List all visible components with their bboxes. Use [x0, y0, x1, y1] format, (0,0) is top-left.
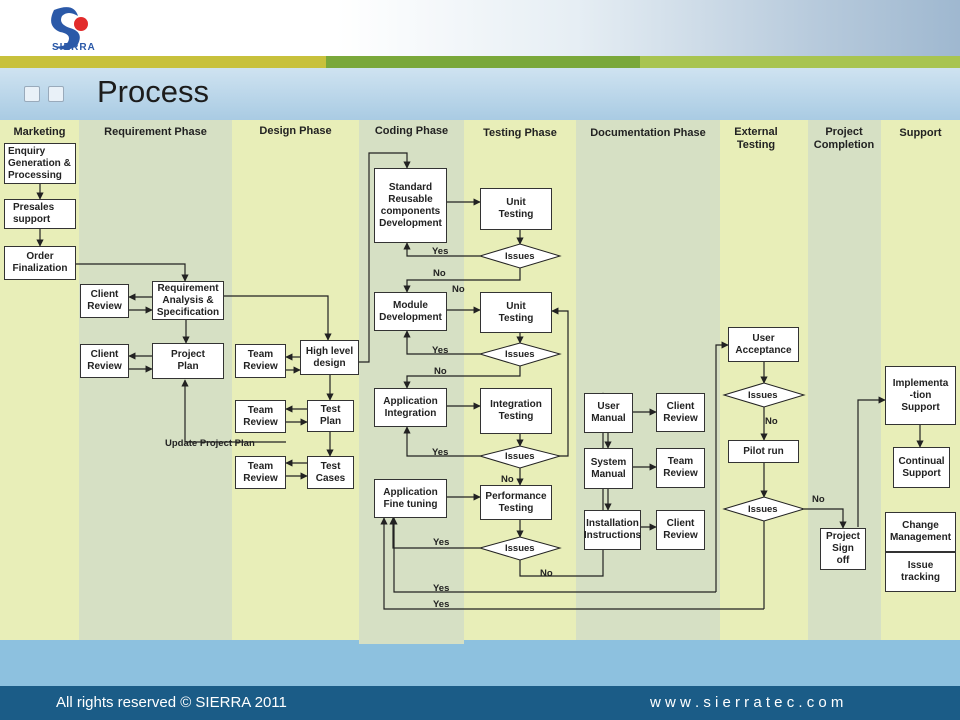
presales-box: Presales support	[4, 199, 76, 229]
user-acceptance-box: User Acceptance	[728, 327, 799, 362]
no-label: No	[434, 366, 447, 377]
no-label: No	[501, 474, 514, 485]
coding-lane-extension	[359, 640, 464, 644]
project-plan-box: Project Plan	[152, 343, 224, 379]
team-review-box: Team Review	[235, 456, 286, 489]
issues-decision: Issues	[748, 504, 778, 515]
client-review-box: Client Review	[80, 344, 129, 378]
lane-heading: Coding Phase	[374, 125, 449, 137]
lane-heading: Design Phase	[259, 125, 332, 137]
yes-label: Yes	[433, 583, 450, 594]
issues-decision: Issues	[748, 390, 778, 401]
update-plan-label: Update Project Plan	[165, 438, 255, 449]
lane-heading: Requirement Phase	[104, 126, 207, 138]
pilot-run-box: Pilot run	[728, 440, 799, 463]
yes-label: Yes	[432, 345, 449, 356]
performance-testing-box: Performance Testing	[480, 485, 552, 520]
test-plan-box: Test Plan	[307, 400, 354, 432]
requirement-analysis-box: Requirement Analysis & Specification	[152, 281, 224, 320]
unit-testing-box: Unit Testing	[480, 292, 552, 333]
implementation-support-box: Implementa -tion Support	[885, 366, 956, 425]
no-label: No	[433, 268, 446, 279]
module-development-box: Module Development	[374, 292, 447, 331]
stripe-green	[326, 56, 640, 68]
copyright-text: All rights reserved © SIERRA 2011	[56, 694, 287, 711]
test-cases-box: Test Cases	[307, 456, 354, 489]
client-review-box: Client Review	[80, 284, 129, 318]
integration-testing-box: Integration Testing	[480, 388, 552, 434]
standard-components-box: Standard Reusable components Development	[374, 168, 447, 243]
yes-label: Yes	[433, 599, 450, 610]
lane-heading: Documentation Phase	[590, 127, 706, 139]
application-fine-tuning-box: Application Fine tuning	[374, 479, 447, 518]
lane-heading: Support	[899, 127, 942, 139]
lane-design	[232, 120, 359, 640]
application-integration-box: Application Integration	[374, 388, 447, 427]
logo-text: SIERRA	[52, 42, 96, 53]
issues-decision: Issues	[505, 349, 535, 360]
stripe-lime	[640, 56, 960, 68]
team-review-box: Team Review	[235, 344, 286, 378]
lane-heading: External Testing	[734, 126, 778, 151]
lane-heading: Testing Phase	[483, 127, 557, 139]
team-review-box: Team Review	[656, 448, 705, 488]
no-label: No	[765, 416, 778, 427]
no-label: No	[452, 284, 465, 295]
issues-decision: Issues	[505, 543, 535, 554]
yes-label: Yes	[432, 447, 449, 458]
issues-decision: Issues	[505, 251, 535, 262]
footer-bar	[0, 686, 960, 720]
lane-requirement	[79, 120, 232, 640]
title-bar	[0, 68, 960, 120]
title-bullet-icon	[48, 86, 64, 102]
yes-label: Yes	[432, 246, 449, 257]
title-bullet-icon	[24, 86, 40, 102]
enquiry-box: Enquiry Generation & Processing	[4, 143, 76, 184]
issue-tracking-box: Issue tracking	[885, 552, 956, 592]
header-band	[0, 0, 960, 56]
client-review-box: Client Review	[656, 510, 705, 550]
unit-testing-box: Unit Testing	[480, 188, 552, 230]
no-label: No	[540, 568, 553, 579]
sierra-logo	[44, 4, 96, 56]
no-label: No	[812, 494, 825, 505]
client-review-box: Client Review	[656, 393, 705, 432]
project-signoff-box: Project Sign off	[820, 528, 866, 570]
yes-label: Yes	[433, 537, 450, 548]
change-management-box: Change Management	[885, 512, 956, 552]
stripe-olive	[0, 56, 326, 68]
user-manual-box: User Manual	[584, 393, 633, 433]
team-review-box: Team Review	[235, 400, 286, 433]
lane-heading: Marketing	[13, 126, 66, 138]
page-title: Process	[97, 74, 209, 109]
lower-band	[0, 640, 960, 686]
high-level-design-box: High level design	[300, 340, 359, 375]
continual-support-box: Continual Support	[893, 447, 950, 488]
order-box: Order Finalization	[4, 246, 76, 280]
installation-instructions-box: Installation Instructions	[584, 510, 641, 550]
issues-decision: Issues	[505, 451, 535, 462]
system-manual-box: System Manual	[584, 448, 633, 489]
lane-documentation	[576, 120, 720, 640]
website-link[interactable]: w w w . s i e r r a t e c . c o m	[650, 694, 844, 711]
lane-heading: Project Completion	[813, 126, 875, 151]
